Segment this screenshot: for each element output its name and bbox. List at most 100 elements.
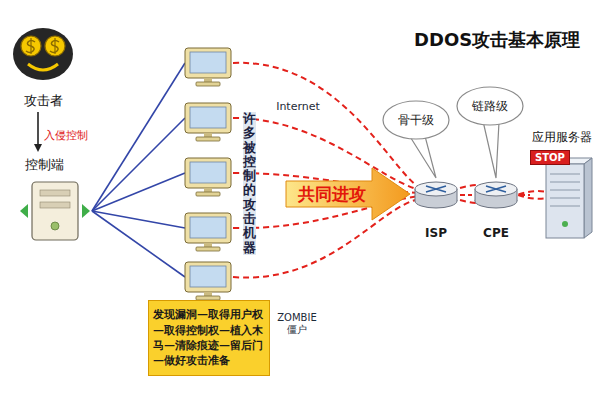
coin-eye	[21, 36, 41, 56]
attack-computers-part-part	[190, 52, 226, 73]
cloud-edge	[147, 162, 206, 221]
server-side	[584, 158, 592, 238]
attack-computers-part-part	[190, 162, 226, 183]
cloud-edge	[149, 227, 208, 286]
cpe-router-label: CPE	[483, 226, 509, 240]
attack-computers-part	[185, 48, 231, 86]
application-server-text-area: 应用服务器	[530, 128, 594, 146]
control-wires-part	[92, 173, 185, 211]
controller-server-text-area: 控制端	[12, 156, 76, 174]
attack-computers-part-part	[196, 192, 220, 196]
coin-eye	[45, 36, 65, 56]
sync-arrow	[20, 204, 28, 218]
arrow-head	[34, 144, 42, 152]
connector-line	[37, 112, 39, 144]
drive-line	[550, 197, 580, 198]
zombie-cloud-label: ZOMBIE 僵户	[273, 312, 321, 336]
isp-router: ISP	[412, 180, 460, 244]
attack-computers	[185, 48, 231, 300]
control-wires-part	[92, 63, 185, 211]
router-arrows	[426, 186, 446, 192]
attack-computers-part-part	[190, 217, 226, 238]
application-server: 应用服务器 STOP	[530, 128, 594, 246]
attack-computers-part-part	[196, 82, 220, 86]
attack-computers-part-part	[204, 292, 212, 296]
backbone-bubble-label: 骨干级	[398, 113, 434, 127]
status-light	[562, 221, 568, 227]
attack-computers-part	[185, 213, 231, 251]
control-wires-part	[92, 211, 185, 277]
router-arrows	[486, 186, 506, 192]
bubble-body	[383, 101, 449, 139]
cpe-router: CPE	[472, 180, 520, 244]
connector	[460, 195, 472, 196]
stop-sign: STOP	[530, 150, 570, 165]
cloud-edge	[293, 220, 356, 283]
coin-symbol	[54, 38, 55, 54]
attacker-icon-text-area: 攻击者	[10, 92, 76, 110]
bubble-body	[457, 87, 523, 125]
attacker-mouth	[28, 64, 58, 70]
diagram-title: DDOS攻击基本原理	[414, 29, 580, 50]
cloud-fill	[216, 28, 280, 92]
drive-line	[550, 173, 580, 174]
router-top	[475, 182, 517, 196]
cloud-fill	[154, 34, 222, 102]
attack-computers-part	[185, 158, 231, 196]
attack-computers-part	[185, 262, 231, 300]
attack-arrow-label: 共同进攻	[298, 184, 366, 204]
attack-computers-part-part	[196, 247, 220, 251]
edge-label: 入侵控制	[44, 129, 88, 142]
link-bubble-text-area: 链路级	[460, 96, 520, 116]
cloud-fill	[148, 163, 204, 219]
coin-symbol	[30, 38, 31, 54]
router-top	[415, 182, 457, 196]
attack-computers-part-part	[185, 262, 231, 292]
stop-sign-text-area: STOP	[531, 151, 569, 164]
botnet-cloud-label: 许多被控制的攻击机器	[243, 112, 256, 255]
botnet-cloud-text-area: 许多被控制的攻击机器	[243, 112, 257, 262]
stop-sign-label: STOP	[535, 152, 565, 164]
attack-steps-callout-label: 发现漏洞—取得用户权—取得控制权—植入木马—清除痕迹—留后门—做好攻击准备	[153, 307, 265, 369]
cloud-edge	[273, 35, 344, 106]
drive-slot	[40, 202, 70, 208]
internet-cloud: Internet	[262, 86, 334, 128]
attack-computers-part-part	[196, 137, 220, 141]
edge-label-area: 入侵控制	[44, 124, 88, 143]
arrow-body	[286, 168, 410, 220]
isp-router-text-area: ISP	[412, 224, 460, 242]
control-wires-part	[92, 211, 185, 228]
server-case	[32, 182, 78, 240]
controller-server-label: 控制端	[25, 157, 64, 173]
bubble-tail	[409, 135, 436, 178]
attack-computers-part-part	[190, 107, 226, 128]
title-area: DDOS攻击基本原理	[414, 28, 580, 52]
attack-traffic	[233, 63, 548, 278]
attack-arrow-text-area: 共同进攻	[292, 181, 372, 207]
controller-server: 控制端	[10, 152, 92, 246]
cloud-edge	[149, 99, 208, 158]
internet-cloud-label: Internet	[276, 100, 320, 113]
application-server-label: 应用服务器	[532, 130, 592, 144]
connector	[34, 112, 42, 152]
attacker-head	[13, 28, 73, 80]
attack-computers-part-part	[204, 133, 212, 137]
attack-computers-part-part	[185, 158, 231, 188]
cloud-edge	[215, 27, 282, 94]
attack-computers-part-part	[204, 188, 212, 192]
attack-traffic-part	[233, 199, 420, 278]
drive-line	[550, 189, 580, 190]
attack-arrow: 共同进攻	[286, 168, 410, 220]
attack-computers-part-part	[185, 48, 231, 78]
drive-line	[550, 181, 580, 182]
zombie-cloud-text-area: ZOMBIE 僵户	[270, 304, 324, 344]
link-bubble: 链路级	[456, 86, 524, 126]
attack-computers-part-part	[204, 243, 212, 247]
backbone-bubble-text-area: 骨干级	[386, 110, 446, 130]
attack-computers-part-part	[185, 213, 231, 243]
cpe-router-text-area: CPE	[472, 224, 520, 242]
attacker-icon: 攻击者	[10, 14, 76, 112]
connector-line	[460, 194, 472, 196]
drive-line	[550, 205, 580, 206]
